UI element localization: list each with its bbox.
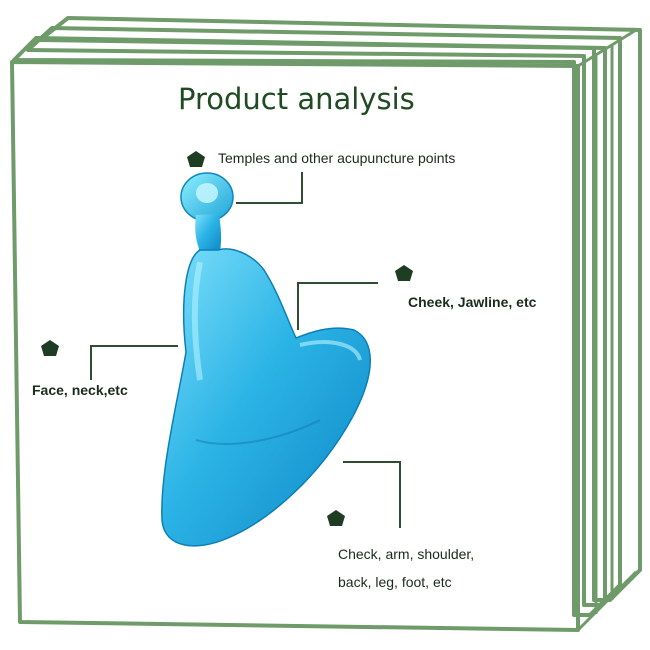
annotation-body-line2: back, leg, foot, etc — [338, 574, 452, 590]
pentagon-marker-icons — [41, 151, 413, 526]
annotation-face: Face, neck,etc — [32, 382, 128, 398]
page-title: Product analysis — [178, 82, 415, 116]
annotation-body: Check, arm, shoulder, back, leg, foot, e… — [338, 540, 528, 596]
gua-sha-tool-icon — [161, 172, 371, 547]
annotation-cheek: Cheek, Jawline, etc — [408, 294, 537, 310]
leader-lines — [90, 172, 401, 528]
annotation-temples: Temples and other acupuncture points — [218, 150, 456, 166]
annotation-body-line1: Check, arm, shoulder, — [338, 546, 475, 562]
book-stack-frame — [10, 16, 642, 632]
